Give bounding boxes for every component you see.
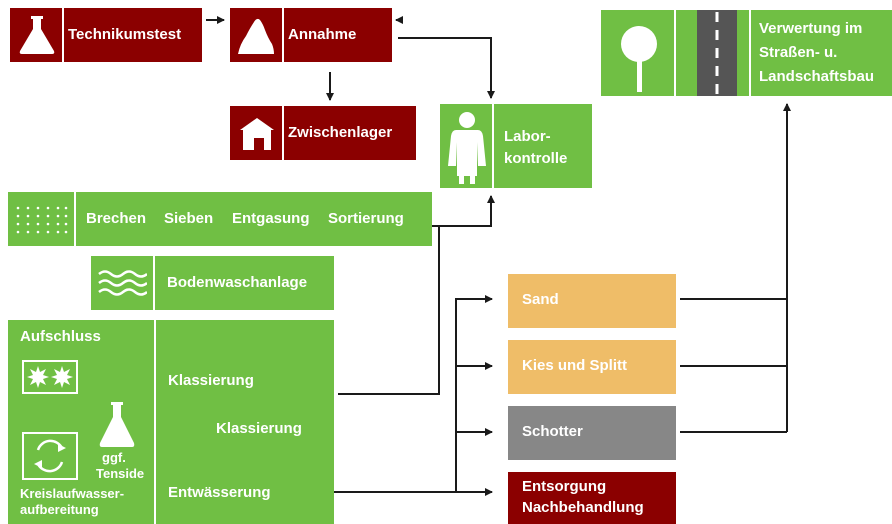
recycle-icon [34, 439, 66, 473]
process-steps-box: Brechen Sieben Entgasung Sortierung [8, 192, 432, 246]
tenside-label-line1: ggf. [102, 450, 126, 465]
verwertung-label-line2: Straßen- u. [759, 44, 838, 61]
bodenwaschanlage-label: Bodenwaschanlage [167, 274, 308, 291]
tree-road-icon [621, 10, 751, 96]
verwertung-label-line3: Landschaftsbau [759, 68, 875, 85]
arrow-klassierung-labor [338, 226, 440, 395]
zwischenlager-label: Zwischenlager [288, 124, 393, 141]
arrow-entwaesserung-outputs [298, 295, 493, 493]
arrow-outputs-verwertung [680, 103, 791, 300]
entsorgung-label-line2: Nachbehandlung [522, 499, 644, 516]
house-icon [240, 118, 274, 150]
zwischenlager-box: Zwischenlager [230, 106, 416, 160]
soil-heap-icon [238, 18, 274, 54]
technikumstest-box: Technikumstest [10, 8, 202, 62]
kreislauf-label-line1: Kreislaufwasser- [20, 486, 125, 501]
arrow-annahme-labor [398, 37, 495, 99]
schotter-label: Schotter [522, 423, 583, 440]
aufschluss-box: Aufschluss ggf. Tenside Kreislaufwasser-… [8, 320, 334, 524]
step-sieben: Sieben [164, 210, 214, 227]
lab-worker-icon [448, 112, 486, 184]
verwertung-box: Verwertung im Straßen- u. Landschaftsbau [601, 10, 892, 96]
sand-label: Sand [522, 291, 559, 308]
dots-grid-icon [16, 206, 68, 234]
laborkontrolle-label-line1: Labor- [504, 128, 551, 145]
kreislauf-label-line2: aufbereitung [20, 502, 99, 517]
kies-label: Kies und Splitt [522, 357, 627, 374]
step-brechen: Brechen [86, 210, 147, 227]
tenside-flask-icon [99, 402, 135, 447]
step-entgasung: Entgasung [232, 210, 310, 227]
step-sortierung: Sortierung [328, 210, 404, 227]
technikumstest-label: Technikumstest [68, 26, 182, 43]
klassierung-label-1: Klassierung [168, 372, 254, 389]
laborkontrolle-box: Labor- kontrolle [440, 104, 592, 188]
annahme-box: Annahme [230, 8, 392, 62]
entwaesserung-label: Entwässerung [168, 484, 271, 501]
burst-icon-box [22, 360, 78, 394]
arrow-brechen-labor [432, 195, 495, 227]
klassierung-label-2: Klassierung [216, 420, 302, 437]
verwertung-label-line1: Verwertung im [759, 20, 863, 37]
kies-box: Kies und Splitt [508, 340, 676, 394]
flask-icon [19, 16, 55, 54]
aufschluss-label: Aufschluss [20, 328, 101, 345]
annahme-label: Annahme [288, 26, 357, 43]
laborkontrolle-label-line2: kontrolle [504, 150, 568, 167]
sand-box: Sand [508, 274, 676, 328]
entsorgung-box: Entsorgung Nachbehandlung [508, 472, 676, 524]
bodenwaschanlage-box: Bodenwaschanlage [91, 256, 334, 310]
entsorgung-label-line1: Entsorgung [522, 478, 607, 495]
burst-icon [27, 366, 73, 388]
tenside-label-line2: Tenside [96, 466, 145, 481]
schotter-box: Schotter [508, 406, 676, 460]
water-waves-icon [98, 270, 147, 296]
recycle-icon-box [22, 432, 78, 480]
